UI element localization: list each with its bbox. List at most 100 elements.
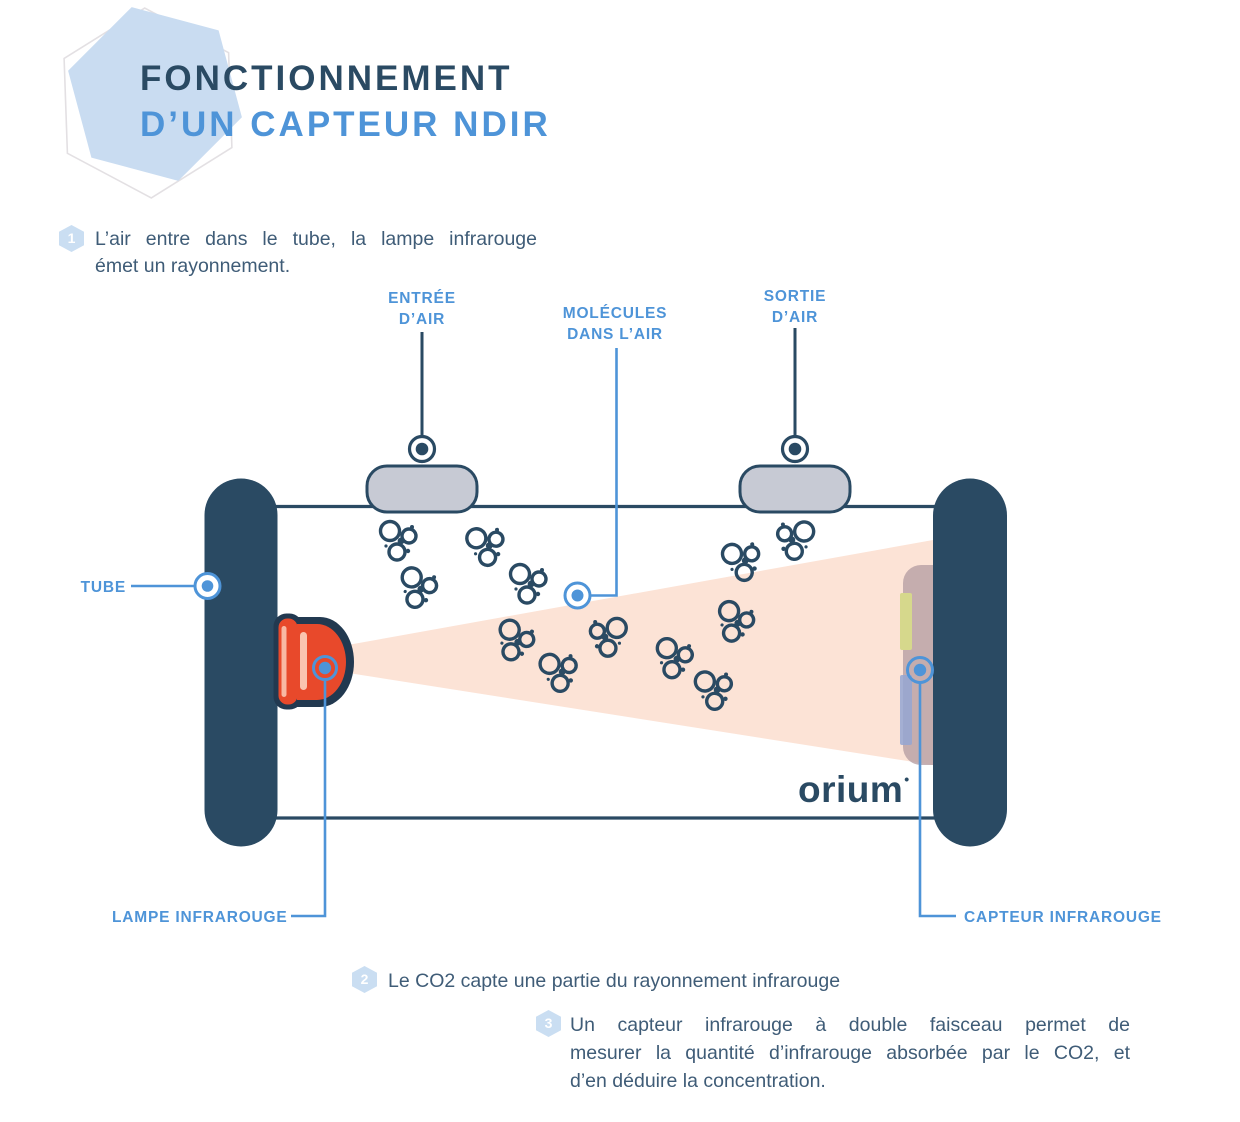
molecule-dot	[535, 591, 541, 597]
molecule-ring	[465, 527, 488, 550]
molecule-dot	[720, 623, 724, 627]
molecule-dot	[804, 545, 808, 549]
infrared-beam-cone	[342, 540, 933, 765]
molecule-ring	[598, 638, 618, 658]
molecule-dot	[701, 695, 705, 699]
molecule-dot	[500, 641, 504, 645]
molecule-ring	[775, 525, 794, 543]
molecule-dot	[713, 686, 721, 694]
page-title: FONCTIONNEMENT D’UN CAPTEUR NDIR	[140, 56, 551, 148]
molecule-ring	[405, 589, 425, 609]
molecule-ring	[605, 616, 628, 640]
air-outlet-port	[738, 464, 852, 514]
sensor-marker-dot	[913, 663, 927, 677]
molecule-ring	[501, 642, 521, 662]
molecule-ring	[720, 542, 744, 566]
tube-left-cap	[204, 478, 278, 847]
header-hexagons	[63, 7, 242, 199]
molecule-dot	[601, 633, 609, 641]
molecule-ring	[387, 542, 407, 562]
lamp-bulb-highlight	[300, 632, 307, 690]
molecule-ring	[715, 675, 734, 693]
label-air-outlet: SORTIE D’AIR	[763, 288, 827, 326]
lamp-callout-line	[291, 681, 327, 918]
molecules-marker-dot	[571, 589, 584, 602]
lamp-marker	[312, 655, 338, 681]
molecule-ring	[530, 570, 548, 588]
step-2-number: 2	[360, 971, 369, 987]
molecule-dot	[423, 598, 429, 603]
sensor-channel-yellow	[900, 593, 912, 650]
step-3-badge: 3	[536, 1010, 561, 1037]
tube-marker-dot	[201, 580, 214, 592]
step-3-text: Un capteur infrarouge à double faisceau …	[570, 1011, 1130, 1095]
molecule-ring	[498, 618, 521, 641]
molecule-cluster	[400, 566, 439, 609]
molecule-cluster	[720, 542, 761, 583]
molecule-ring	[550, 673, 570, 694]
molecule-ring	[560, 656, 578, 675]
molecules-callout-line	[590, 348, 618, 597]
lamp-flange	[278, 618, 298, 705]
label-lamp: LAMPE INFRAROUGE	[112, 909, 288, 926]
molecule-ring	[400, 527, 418, 545]
title-line-1: FONCTIONNEMENT	[140, 59, 513, 98]
molecule-dot	[514, 638, 522, 646]
molecule-ring	[734, 562, 754, 583]
molecule-ring	[737, 611, 756, 629]
molecule-ring	[378, 519, 402, 543]
infrared-lamp	[273, 613, 354, 710]
orium-logo: orium•	[798, 769, 910, 811]
molecule-dot	[473, 552, 478, 556]
step-3-number: 3	[544, 1015, 553, 1031]
orium-logo-dot: •	[904, 771, 910, 787]
lamp-bulb	[297, 624, 346, 700]
molecule-ring	[655, 636, 679, 660]
molecule-ring	[742, 545, 761, 563]
lamp-flange-highlight	[281, 626, 287, 697]
molecule-dot	[673, 655, 681, 663]
molecule-dot	[659, 661, 664, 665]
molecule-dot	[529, 629, 534, 634]
molecule-dot	[417, 585, 425, 593]
air-inlet-port	[365, 464, 479, 514]
molecule-ring	[518, 630, 536, 649]
molecule-ring	[588, 622, 607, 640]
sensor-channel-blue	[900, 675, 912, 745]
molecule-ring	[508, 562, 532, 586]
molecule-ring	[792, 520, 816, 543]
sensor-marker	[906, 656, 934, 684]
molecule-dot	[680, 667, 686, 672]
molecule-dot	[495, 551, 501, 557]
molecule-dot	[519, 651, 525, 656]
molecule-dot	[397, 537, 405, 545]
filled-hexagon	[68, 7, 242, 181]
molecule-cluster	[378, 519, 418, 562]
molecule-dot	[741, 557, 749, 565]
molecule-ring	[517, 585, 537, 605]
molecule-dot	[752, 566, 757, 571]
label-tube: TUBE	[80, 579, 126, 596]
molecule-dot	[384, 544, 388, 548]
molecule-cluster	[465, 527, 505, 568]
step-1-line-1: L’air entre dans le tube, la lampe infra…	[95, 228, 537, 250]
molecule-cluster	[508, 562, 548, 605]
molecule-dot	[749, 609, 754, 614]
molecule-cluster	[693, 670, 734, 712]
tube-right-cap	[933, 478, 1007, 847]
molecule-dot	[750, 542, 755, 547]
molecule-ring	[704, 691, 725, 712]
step-2-line-1: Le CO2 capte une partie du rayonnement i…	[388, 970, 841, 992]
molecule-ring	[538, 652, 561, 676]
molecule-dot	[788, 536, 796, 544]
step-3-line-3: d’en déduire la concentration.	[570, 1070, 826, 1092]
sensor-callout-line	[918, 683, 956, 918]
air-molecules	[378, 519, 816, 712]
title-line-2: D’UN CAPTEUR NDIR	[140, 105, 551, 144]
molecule-dot	[617, 641, 622, 645]
molecule-ring	[784, 541, 805, 562]
outlined-hexagon	[63, 7, 233, 199]
step-3-line-1: Un capteur infrarouge à double faisceau …	[570, 1014, 1130, 1036]
